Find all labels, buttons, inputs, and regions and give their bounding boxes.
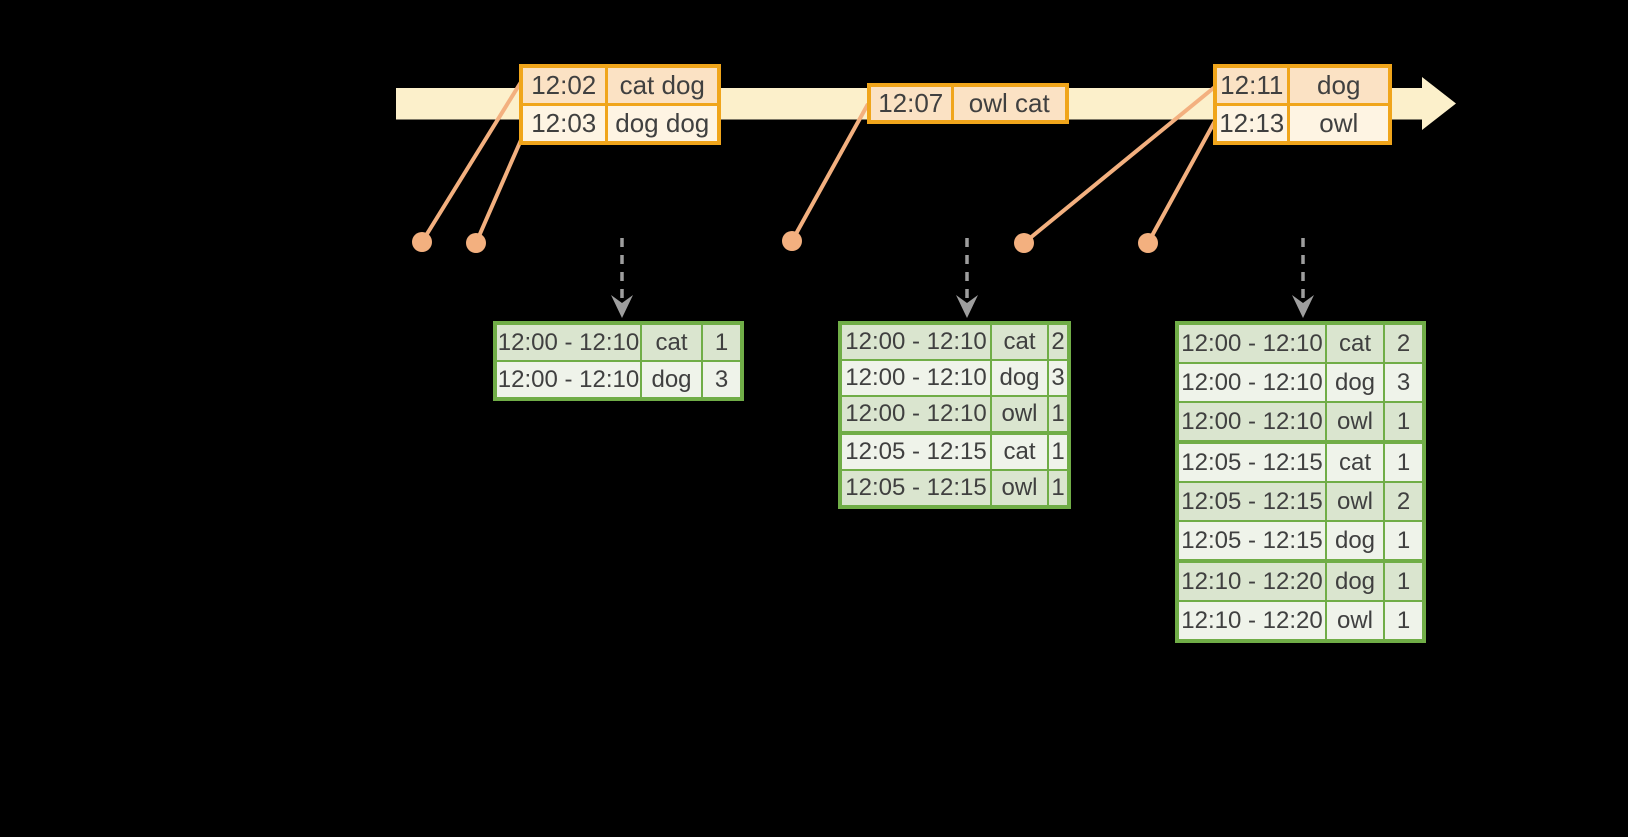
word-cell: owl bbox=[1325, 401, 1385, 443]
count-cell: 1 bbox=[1383, 520, 1425, 562]
window-cell: 12:00 - 12:10 bbox=[1176, 362, 1327, 403]
count-cell: 3 bbox=[701, 360, 743, 400]
event-words-cell: dog bbox=[1286, 64, 1392, 106]
window-cell: 12:00 - 12:10 bbox=[839, 395, 992, 434]
count-cell: 1 bbox=[1047, 395, 1070, 434]
event-time-cell: 12:03 bbox=[519, 103, 608, 145]
word-cell: cat bbox=[640, 322, 703, 362]
window-cell: 12:05 - 12:15 bbox=[1176, 440, 1327, 483]
event-words-cell: owl bbox=[1286, 103, 1392, 145]
connector-line bbox=[420, 80, 523, 244]
connector-line bbox=[1146, 120, 1217, 244]
window-cell: 12:10 - 12:20 bbox=[1176, 600, 1327, 642]
window-cell: 12:05 - 12:15 bbox=[1176, 481, 1327, 522]
window-cell: 12:00 - 12:10 bbox=[1176, 401, 1327, 443]
word-cell: owl bbox=[1325, 600, 1385, 642]
window-cell: 12:00 - 12:10 bbox=[494, 322, 642, 362]
count-cell: 1 bbox=[1383, 440, 1425, 483]
window-cell: 12:05 - 12:15 bbox=[1176, 520, 1327, 562]
window-cell: 12:05 - 12:15 bbox=[839, 431, 992, 471]
drop-arrow bbox=[611, 238, 633, 318]
word-cell: dog bbox=[1325, 559, 1385, 602]
event-words-cell: cat dog bbox=[604, 64, 721, 106]
word-cell: cat bbox=[1325, 322, 1385, 364]
count-cell: 1 bbox=[1383, 401, 1425, 443]
window-cell: 12:10 - 12:20 bbox=[1176, 559, 1327, 602]
count-cell: 2 bbox=[1383, 322, 1425, 364]
connector-line bbox=[474, 139, 523, 244]
window-cell: 12:05 - 12:15 bbox=[839, 469, 992, 508]
count-cell: 3 bbox=[1383, 362, 1425, 403]
count-cell: 1 bbox=[1047, 469, 1070, 508]
window-cell: 12:00 - 12:10 bbox=[1176, 322, 1327, 364]
drop-arrow bbox=[956, 238, 978, 318]
timeline-arrowhead-icon bbox=[1422, 77, 1456, 130]
window-cell: 12:00 - 12:10 bbox=[494, 360, 642, 400]
connector-line bbox=[790, 103, 870, 242]
count-cell: 1 bbox=[1047, 431, 1070, 471]
word-cell: dog bbox=[1325, 520, 1385, 562]
count-cell: 1 bbox=[1383, 600, 1425, 642]
word-cell: owl bbox=[990, 395, 1049, 434]
word-cell: dog bbox=[640, 360, 703, 400]
word-cell: cat bbox=[990, 431, 1049, 471]
count-cell: 3 bbox=[1047, 359, 1070, 397]
event-dot bbox=[1014, 233, 1034, 253]
drop-arrow bbox=[1292, 238, 1314, 318]
event-dot bbox=[412, 232, 432, 252]
connector-line bbox=[1022, 84, 1218, 245]
word-cell: cat bbox=[990, 322, 1049, 361]
word-cell: dog bbox=[990, 359, 1049, 397]
window-cell: 12:00 - 12:10 bbox=[839, 359, 992, 397]
event-time-cell: 12:02 bbox=[519, 64, 608, 106]
event-words-cell: dog dog bbox=[604, 103, 721, 145]
count-cell: 2 bbox=[1383, 481, 1425, 522]
count-cell: 1 bbox=[1383, 559, 1425, 602]
event-dot bbox=[782, 231, 802, 251]
event-dot bbox=[1138, 233, 1158, 253]
event-time-cell: 12:07 bbox=[867, 83, 954, 124]
word-cell: owl bbox=[990, 469, 1049, 508]
event-time-cell: 12:13 bbox=[1213, 103, 1290, 145]
word-cell: cat bbox=[1325, 440, 1385, 483]
count-cell: 2 bbox=[1047, 322, 1070, 361]
event-time-cell: 12:11 bbox=[1213, 64, 1290, 106]
word-cell: dog bbox=[1325, 362, 1385, 403]
word-cell: owl bbox=[1325, 481, 1385, 522]
event-dot bbox=[466, 233, 486, 253]
event-words-cell: owl cat bbox=[950, 83, 1069, 124]
window-cell: 12:00 - 12:10 bbox=[839, 322, 992, 361]
count-cell: 1 bbox=[701, 322, 743, 362]
